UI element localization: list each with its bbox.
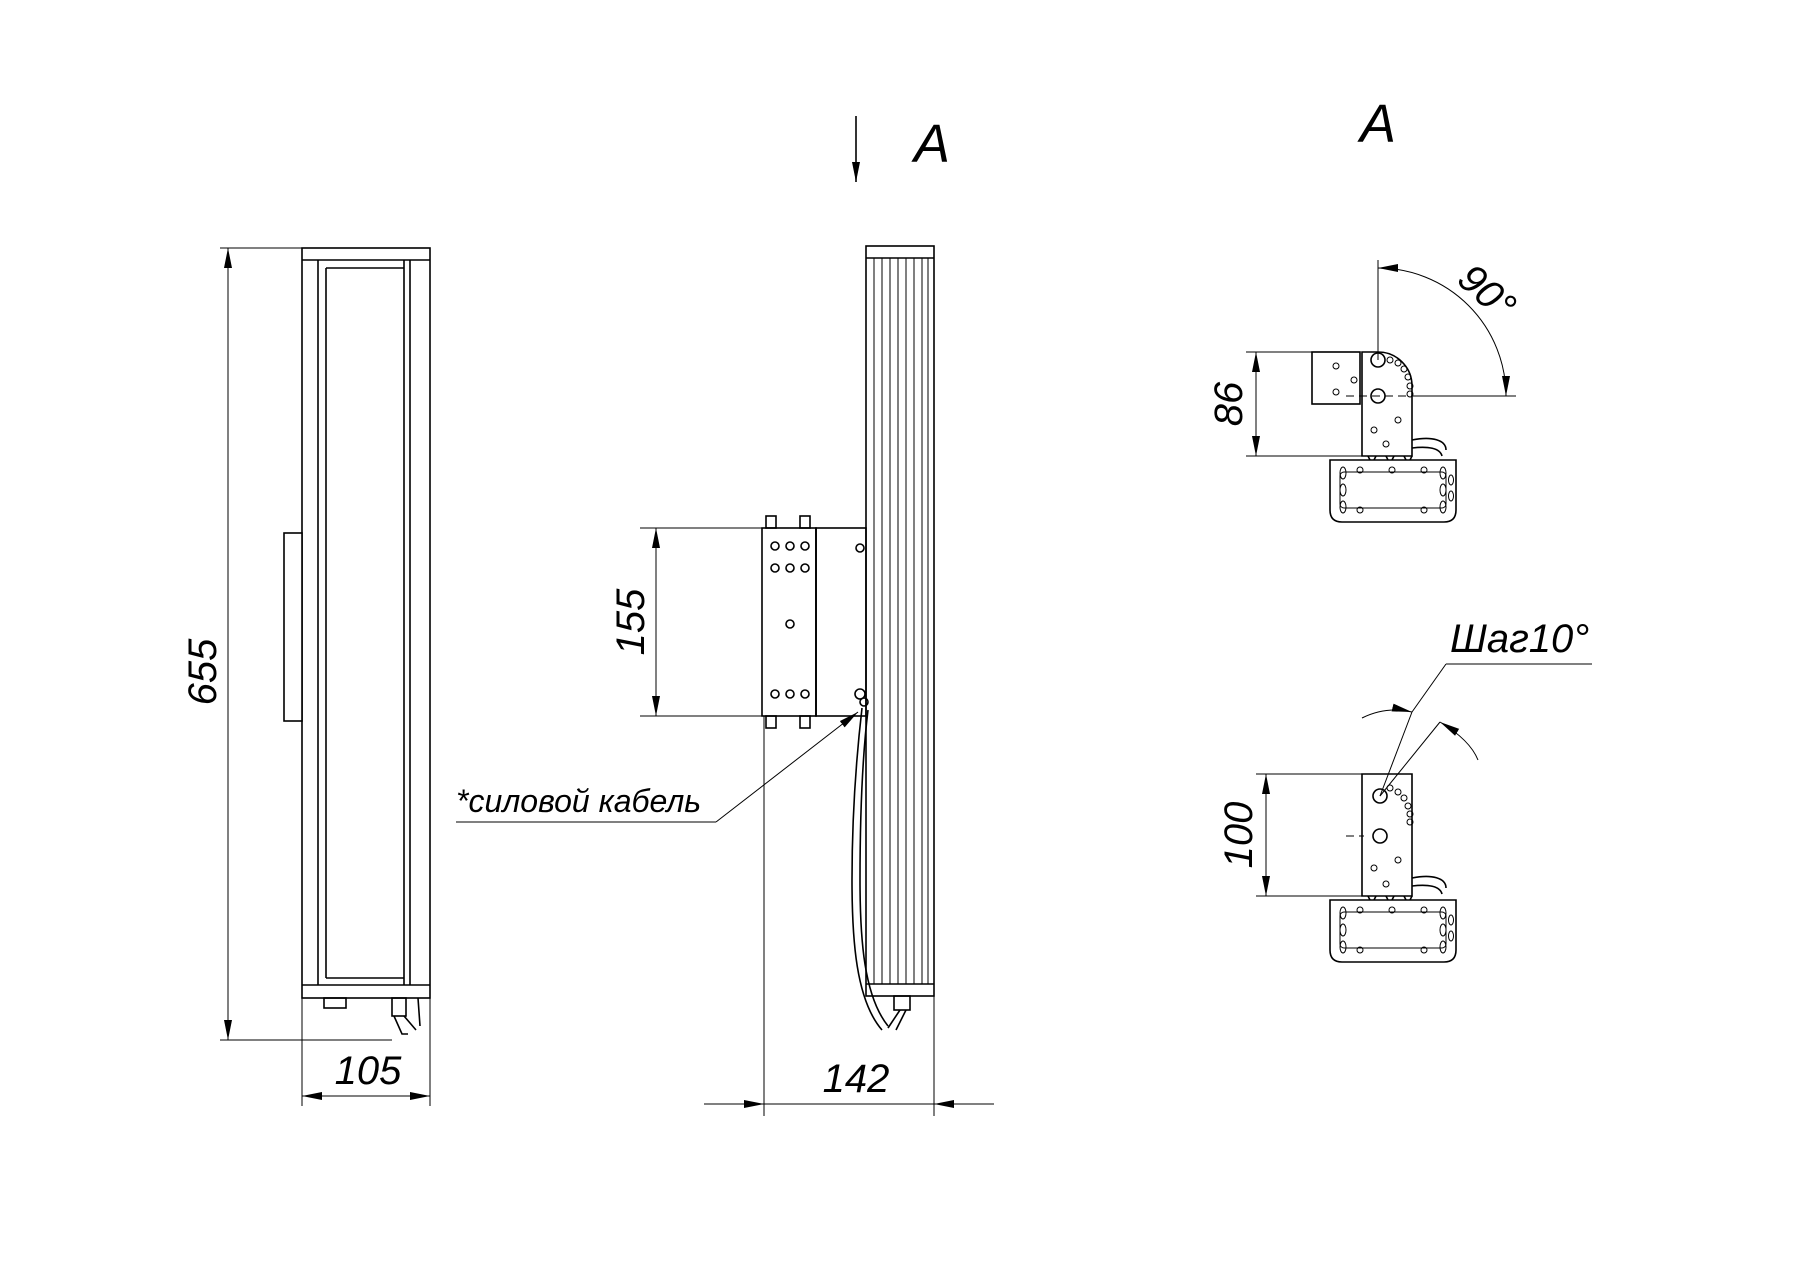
view-a-upper xyxy=(1311,351,1457,523)
view-arrow-label: A xyxy=(911,114,950,174)
dimension-bracket-top: 86 xyxy=(1207,351,1362,457)
side-view: A xyxy=(761,114,950,1031)
section-view-label: A xyxy=(1357,94,1396,154)
power-cable-callout: *силовой кабель xyxy=(456,711,859,823)
dimension-bracket-height: 155 xyxy=(609,527,762,717)
width-front-label: 105 xyxy=(335,1049,402,1093)
step-label: Шаг10° xyxy=(1450,617,1589,661)
dimension-depth: 142 xyxy=(704,716,994,1116)
height-label: 655 xyxy=(181,638,225,705)
angle-label: 90° xyxy=(1449,256,1523,329)
power-cable-label: *силовой кабель xyxy=(456,783,701,819)
bracket-top-label: 86 xyxy=(1207,381,1251,426)
bracket-bottom-label: 100 xyxy=(1217,802,1261,869)
dimension-height: 655 xyxy=(181,247,392,1041)
depth-label: 142 xyxy=(823,1057,890,1101)
dimension-width-front: 105 xyxy=(301,998,431,1106)
dimension-step: Шаг10° xyxy=(1361,617,1592,797)
view-a-lower xyxy=(1329,773,1457,963)
front-view xyxy=(283,247,431,1035)
bracket-height-label: 155 xyxy=(609,588,653,655)
dimension-bracket-bottom: 100 xyxy=(1217,773,1362,897)
